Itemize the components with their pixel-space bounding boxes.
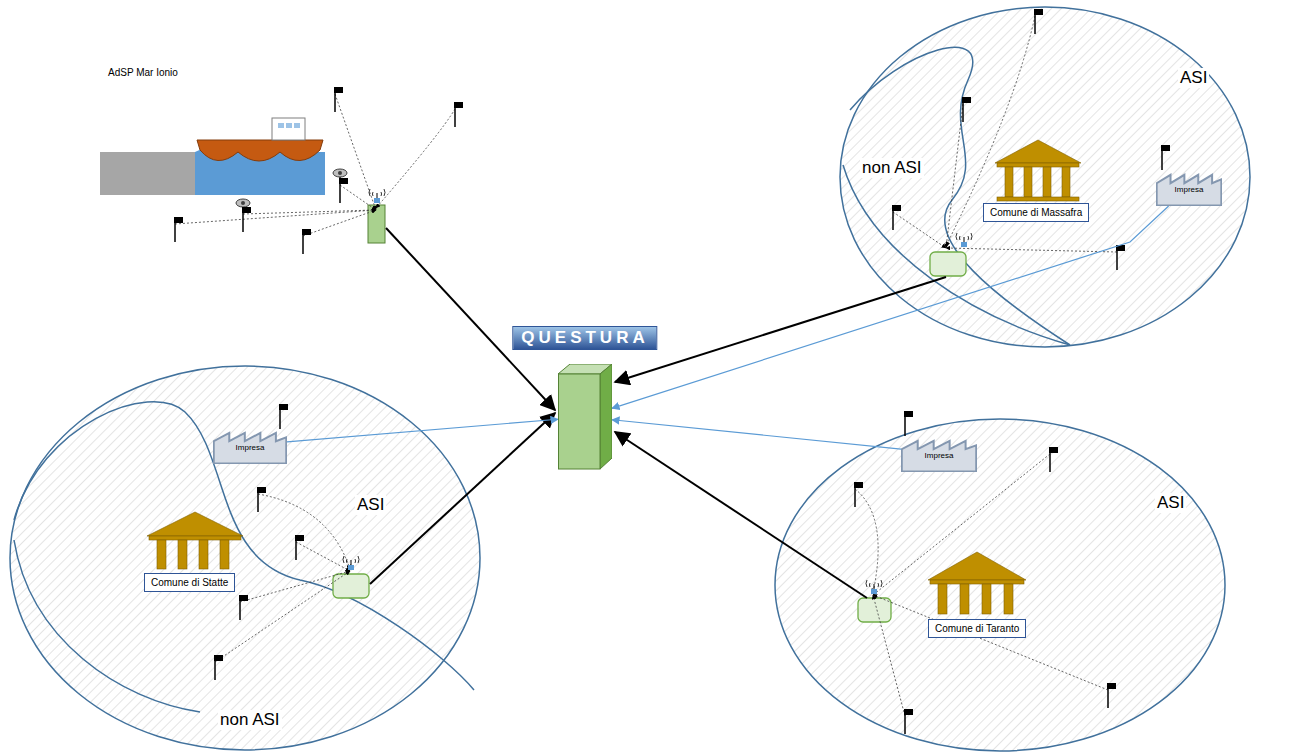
- sensor-symbol: [239, 571, 350, 620]
- sensor-link: [873, 595, 905, 716]
- quay: [100, 152, 195, 195]
- uplink-arrow: [615, 277, 946, 382]
- node-label: Comune di Taranto: [935, 622, 1019, 635]
- sensor-symbol: [1161, 145, 1170, 170]
- node-label: Comune di Statte: [151, 576, 228, 589]
- company-box: Impresa: [1156, 168, 1222, 206]
- building-symbol: [995, 140, 1081, 201]
- sensor-symbol: [873, 595, 913, 734]
- ship-hull: [197, 140, 323, 161]
- antenna-symbol: [956, 233, 972, 247]
- sensor-link: [855, 489, 878, 593]
- zone-massafra: [840, 7, 1250, 347]
- antenna-symbol: [866, 580, 882, 594]
- sensor-link: [873, 454, 1050, 595]
- zone-boundary: [14, 540, 200, 712]
- sensor-symbol: [854, 482, 878, 593]
- gateway-box: [333, 574, 369, 598]
- sensor-symbol: [334, 87, 376, 210]
- sensor-symbol: [892, 205, 946, 248]
- sensor-symbol: [946, 97, 971, 248]
- sensor-link: [376, 109, 455, 208]
- sensor-link: [340, 185, 376, 210]
- zone-boundary: [843, 165, 1070, 345]
- sensor-link: [303, 210, 376, 236]
- building-symbol: [928, 552, 1026, 614]
- sensor-link: [258, 494, 350, 569]
- uplink-arrow: [370, 413, 555, 584]
- ship-cabin: [272, 118, 305, 140]
- zone-boundary: [850, 47, 1070, 345]
- port-illustration: [100, 118, 347, 213]
- sensor-symbol: [873, 595, 1116, 708]
- ship-window: [278, 123, 284, 128]
- uplink-arrow: [386, 228, 555, 410]
- sensor-symbol: [295, 535, 350, 571]
- sensor-link: [946, 248, 1117, 252]
- sensor-link: [946, 104, 963, 248]
- sensor-link: [243, 210, 376, 214]
- sensor-symbol: [339, 178, 376, 210]
- ship-window: [294, 123, 300, 128]
- antenna-symbol: [343, 556, 359, 570]
- area-label: AdSP Mar Ionio: [106, 67, 180, 79]
- zone-label: ASI: [355, 495, 386, 515]
- sensor-link: [335, 94, 376, 210]
- gateway-box: [858, 598, 891, 622]
- zone-label: ASI: [1155, 493, 1186, 513]
- zone-outline: [10, 366, 480, 750]
- node-label: Comune di Massafra: [990, 206, 1082, 219]
- municipality-box: Comune di Taranto: [928, 619, 1026, 638]
- sensor-link: [893, 212, 946, 248]
- zone-label: ASI: [1178, 68, 1209, 88]
- sensor-link: [240, 571, 350, 602]
- gateway-box: [930, 252, 966, 276]
- zone-boundary: [14, 402, 474, 690]
- node-label: Impresa: [213, 426, 287, 452]
- sensor-link: [296, 542, 350, 571]
- data-link: [287, 419, 558, 442]
- sensor-symbol: [946, 245, 1125, 270]
- sensor-symbol: [302, 210, 376, 254]
- antenna-symbol: [369, 189, 385, 203]
- server-title: QUESTURA: [512, 326, 657, 350]
- sensor-layer: [174, 9, 1170, 734]
- sensor-symbol: [257, 487, 350, 569]
- sensor-symbol: [242, 207, 376, 232]
- sensor-link: [175, 210, 376, 224]
- node-label: Impresa: [901, 434, 977, 460]
- data-link: [612, 420, 901, 449]
- company-box: Impresa: [213, 426, 287, 464]
- camera-symbol: [236, 199, 250, 213]
- company-box: Impresa: [901, 434, 977, 472]
- zone-statte: [10, 366, 480, 750]
- ship-window: [286, 123, 292, 128]
- zone-label: non ASI: [218, 710, 282, 730]
- municipality-box: Comune di Massafra: [983, 203, 1089, 222]
- uplink-arrow: [615, 432, 867, 598]
- sensor-symbol: [376, 102, 463, 208]
- node-label: Impresa: [1156, 168, 1222, 194]
- zone-taranto: [775, 419, 1225, 751]
- sensor-symbol: [174, 210, 376, 242]
- sensor-link: [873, 595, 1108, 690]
- municipality-box: Comune di Statte: [144, 573, 235, 592]
- data-link: [612, 206, 1169, 408]
- server-box: QUESTURA: [558, 364, 612, 470]
- camera-symbol: [333, 169, 347, 184]
- server-symbol: [558, 364, 612, 470]
- zone-outline: [840, 7, 1250, 347]
- zone-outline: [775, 419, 1225, 751]
- sensor-symbol: [904, 411, 913, 436]
- sensor-symbol: [279, 404, 288, 429]
- zone-label: non ASI: [860, 158, 924, 178]
- building-symbol: [147, 512, 243, 569]
